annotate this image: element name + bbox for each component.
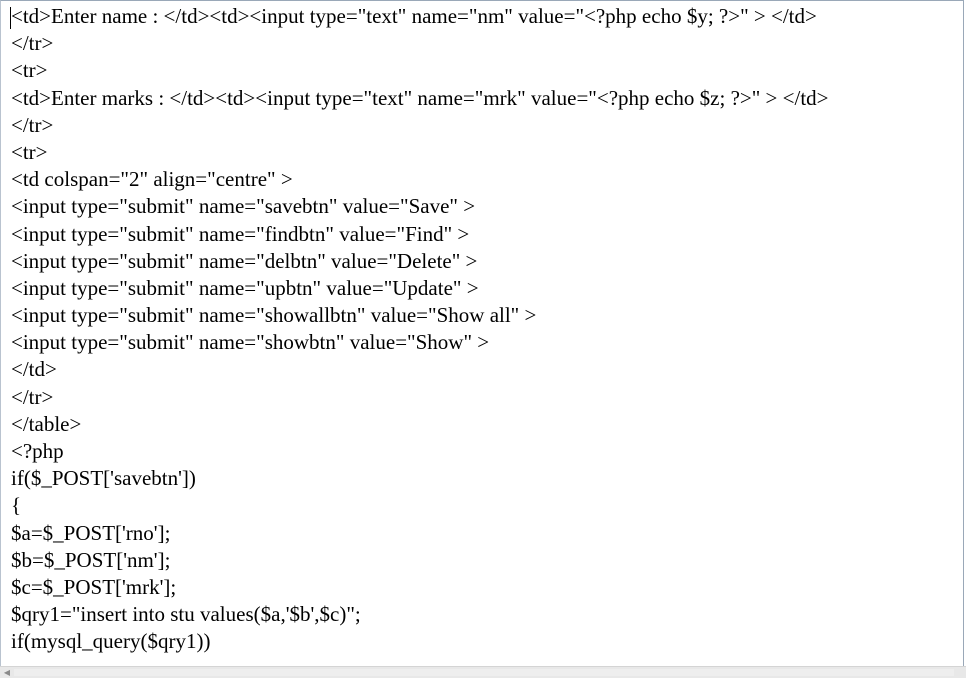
horizontal-scrollbar[interactable]: ◀ [0,666,966,678]
document-line: <td>Enter name : </td><td><input type="t… [11,4,817,28]
document-line: <td colspan="2" align="centre" > [11,167,293,192]
document-line: </tr> [11,112,54,137]
document-line: <tr> [11,139,48,164]
document-line: <input type="submit" name="showallbtn" v… [11,303,537,328]
document-line: if(mysql_query($qry1)) [11,629,211,654]
document-line: <?php [11,439,64,463]
document-line: <input type="submit" name="upbtn" value=… [11,275,479,300]
document-line: <input type="submit" name="savebtn" valu… [11,194,476,219]
document-line: $c=$_POST['mrk']; [11,574,177,599]
document-line: if($_POST['savebtn']) [11,466,196,491]
document-line: </table> [11,411,82,436]
document-line: $qry1="insert into stu values($a,'$b',$c… [11,602,361,627]
document-line: <input type="submit" name="findbtn" valu… [11,221,470,246]
chevron-left-icon[interactable]: ◀ [3,668,11,677]
document-line: </tr> [11,384,54,409]
document-line: <input type="submit" name="delbtn" value… [11,248,478,273]
document-line: <tr> [11,58,48,83]
scrollbar-thumb[interactable] [14,669,954,676]
document-line: { [11,493,22,518]
document-line: <td>Enter marks : </td><td><input type="… [11,85,829,110]
document-lines: <td>Enter name : </td><td><input type="t… [11,3,829,656]
document-line: </tr> [11,31,54,56]
document-line: $a=$_POST['rno']; [11,520,171,545]
document-line: </td> [11,357,57,382]
document-line: <input type="submit" name="showbtn" valu… [11,330,490,355]
document-line: $b=$_POST['nm']; [11,547,171,572]
text-caret [10,7,11,29]
